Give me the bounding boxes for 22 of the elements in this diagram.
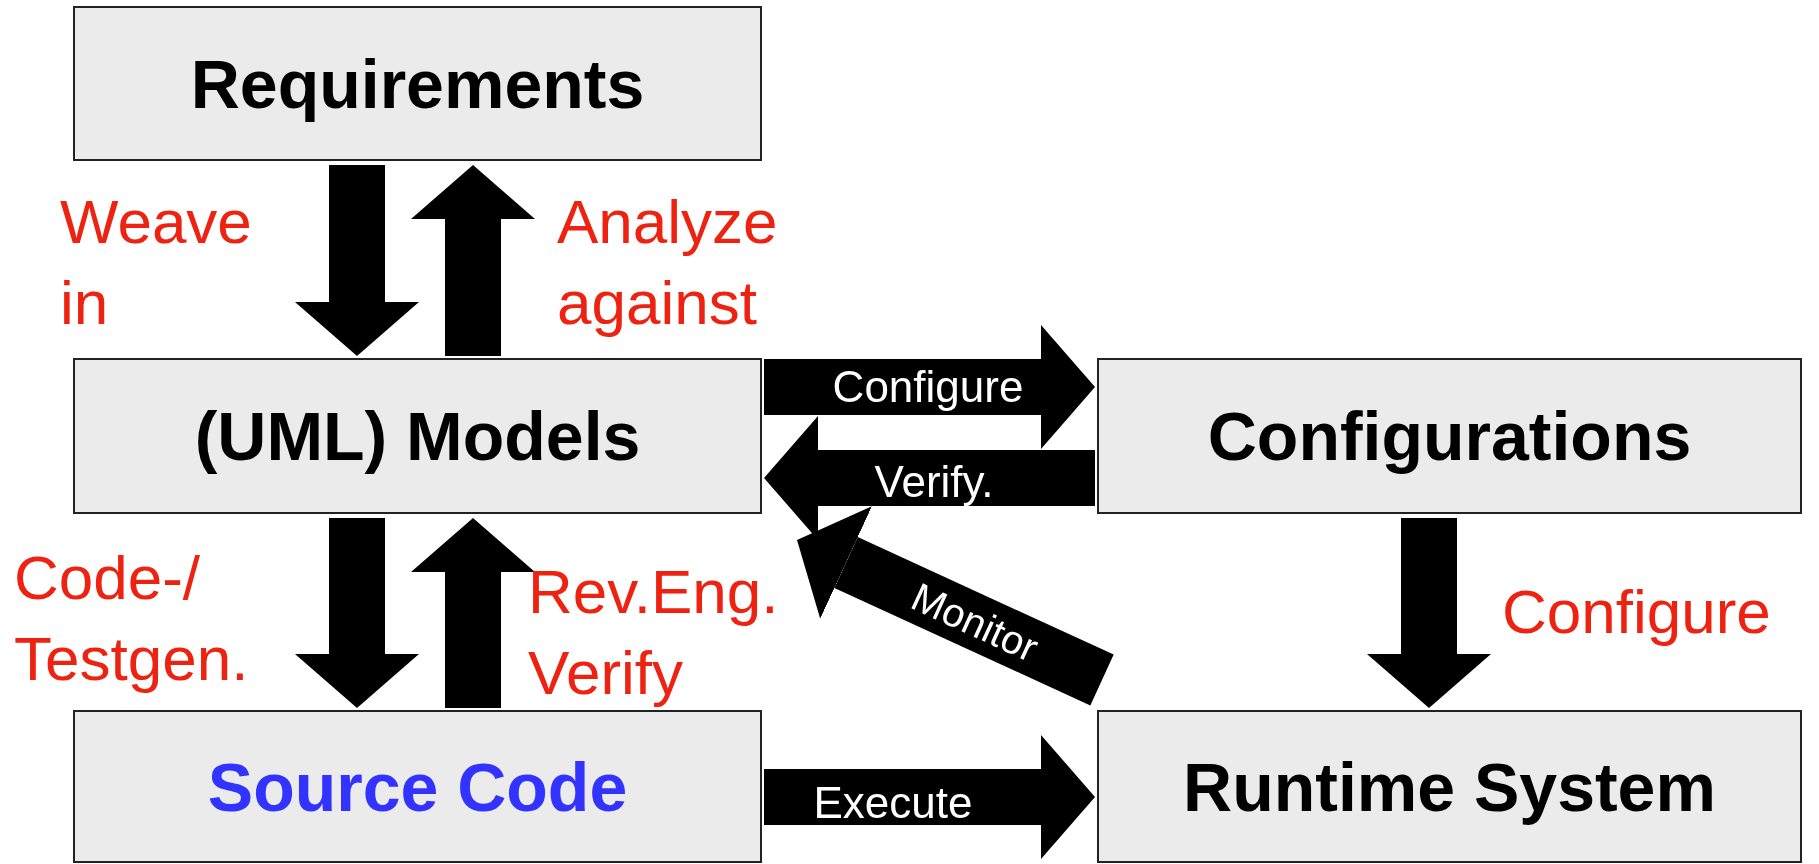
edge-label: Configure bbox=[832, 365, 1024, 409]
edge-label: Rev.Eng. Verify bbox=[528, 556, 779, 709]
block-arrow bbox=[797, 506, 1114, 706]
edge-label: Analyze against bbox=[557, 186, 778, 339]
edge-label: Code-/ Testgen. bbox=[14, 542, 249, 695]
process-box bbox=[73, 358, 762, 514]
block-arrow bbox=[764, 325, 1095, 449]
edge-label: Weave in bbox=[60, 186, 252, 339]
block-arrow bbox=[295, 165, 419, 356]
process-box bbox=[73, 710, 762, 863]
node-label: Source Code bbox=[207, 752, 628, 821]
block-arrow bbox=[295, 518, 419, 708]
block-arrow bbox=[411, 518, 535, 708]
process-box bbox=[73, 6, 762, 161]
block-arrow bbox=[411, 165, 535, 356]
edge-label: Configure bbox=[1502, 576, 1771, 648]
block-arrow bbox=[1367, 518, 1491, 708]
process-box bbox=[1097, 710, 1802, 863]
edge-label: Execute bbox=[813, 781, 973, 825]
block-arrow bbox=[764, 735, 1095, 859]
process-box bbox=[1097, 358, 1802, 514]
edge-label: Verify. bbox=[874, 460, 994, 504]
